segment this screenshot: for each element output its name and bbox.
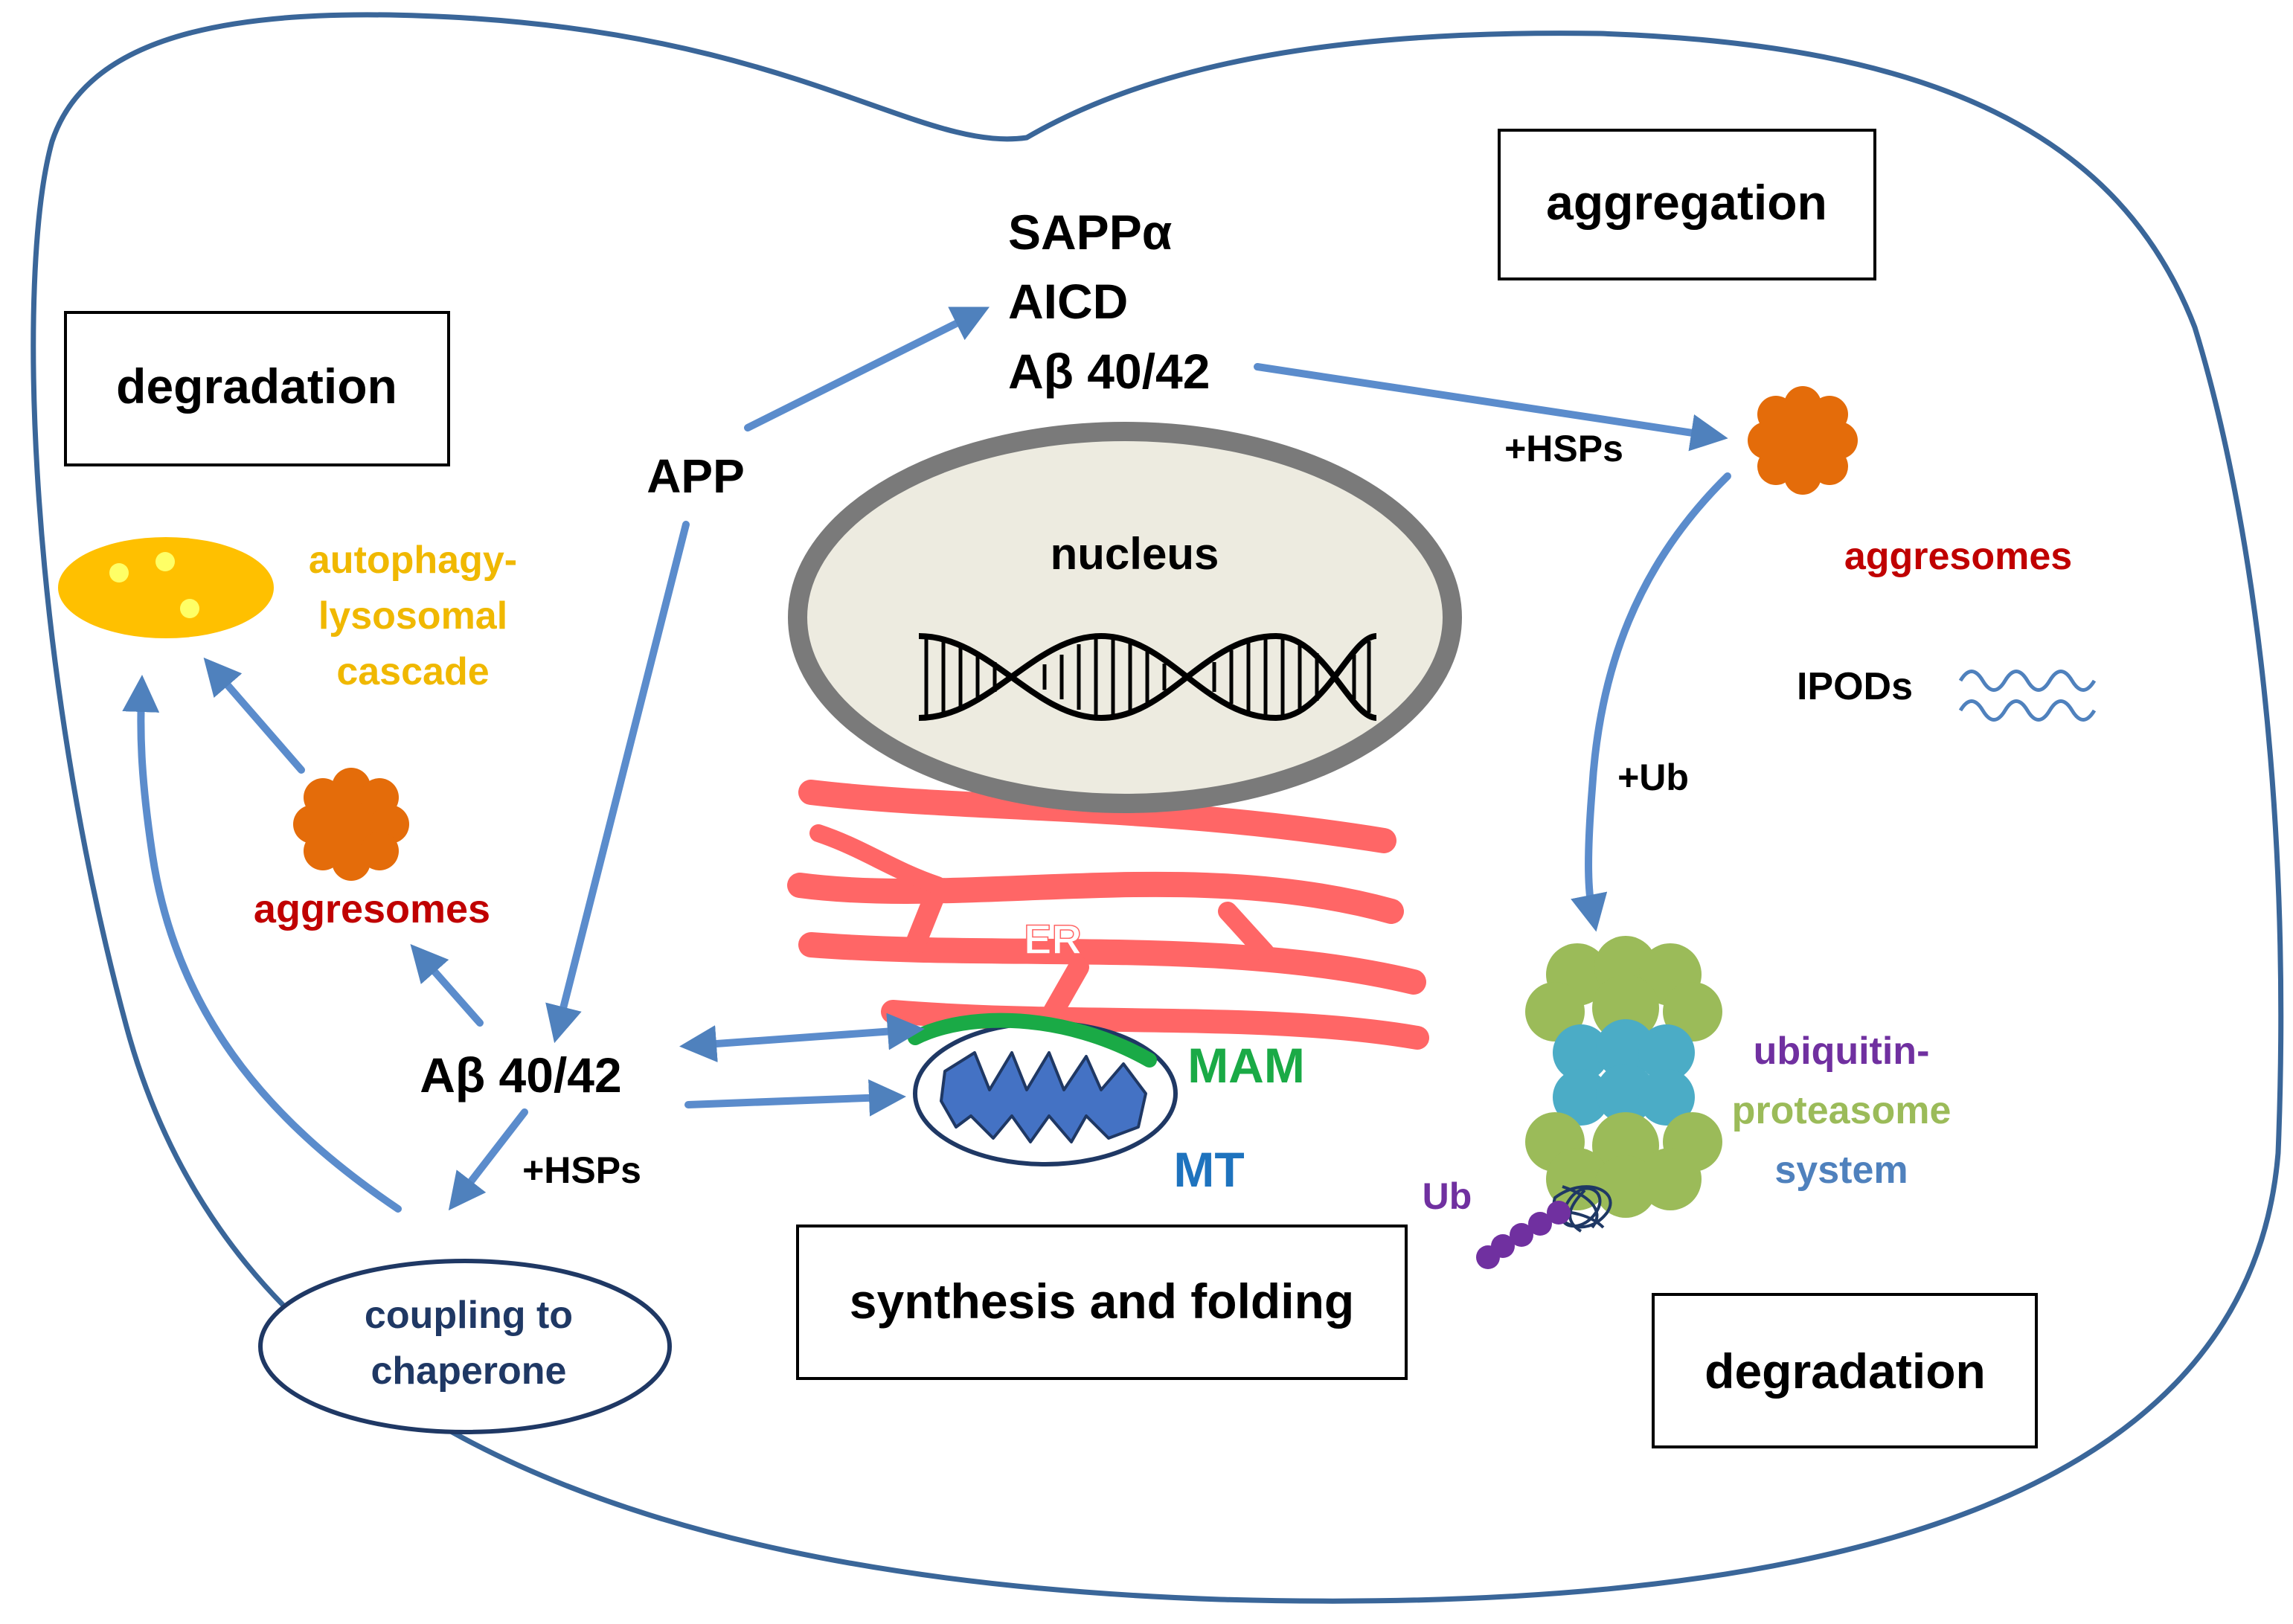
mt-label: MT [1173,1142,1244,1197]
synthesis-box: synthesis and folding [796,1225,1408,1380]
nucleus-label: nucleus [1051,529,1219,579]
arrow-abeta-to-chaperone [448,1108,528,1211]
aggresome-icon-left [293,768,409,881]
abeta-top-label: Aβ 40/42 [1008,344,1210,399]
aggresome-icon-right [1748,386,1858,495]
arrow-abeta-to-aggresome-left [410,944,484,1027]
ub-label: Ub [1423,1175,1472,1217]
abeta-main-label: Aβ 40/42 [420,1047,621,1103]
app-label: APP [647,449,745,503]
synthesis-label: synthesis and folding [850,1274,1354,1329]
ipod-fibril-icon [1958,670,2097,722]
autophagy-label-2: lysosomal [318,594,507,638]
degradation-label-right: degradation [1704,1344,1986,1399]
degradation-box-left: degradation [64,311,450,466]
arrow-aggresome-to-proteasome [1571,472,1731,932]
hsps-top-label: +HSPs [1504,428,1623,469]
lysosome-icon [58,537,274,638]
aicd-label: AICD [1008,274,1128,329]
aggresomes-label-left: aggresomes [254,887,490,931]
arrow-abeta-to-aggresome-right [1254,363,1728,452]
ups-label-3: system [1774,1149,1908,1192]
aggresomes-label-right: aggresomes [1844,535,2072,578]
sappa-label: SAPPα [1008,205,1172,260]
arrow-app-to-products [744,306,990,431]
er-icon [787,780,1429,1050]
chaperone-label-1: coupling to [365,1294,573,1337]
mam-label: MAM [1187,1038,1305,1093]
dna-icon [918,632,1377,722]
ups-label-1: ubiquitin- [1754,1030,1930,1073]
aggregation-label: aggregation [1546,175,1827,230]
degradation-label-left: degradation [116,359,397,414]
ub-plus-label: +Ub [1617,757,1689,798]
aggregation-box: aggregation [1498,129,1876,280]
arrow-app-to-abeta [545,521,690,1044]
degradation-box-right: degradation [1652,1293,2038,1448]
ups-label-2: proteasome [1732,1089,1952,1132]
mitochondrion-icon [908,1012,1178,1166]
arrow-chaperone-to-lysosome [122,675,402,1213]
arrow-aggresome-to-lysosome [203,657,305,774]
proteasome-icon [1525,936,1722,1233]
chaperone-ellipse: coupling to chaperone [258,1259,672,1434]
er-label: ER [1024,916,1082,963]
ubiquitin-chain-icon [1476,1201,1571,1269]
arrow-abeta-to-mt [684,1079,906,1117]
arrows [122,306,1731,1213]
ipods-label: IPODs [1797,665,1913,708]
arrow-abeta-mt-double [679,1012,925,1062]
cell-membrane [31,12,2284,1604]
autophagy-label-3: cascade [336,650,489,693]
hsps-bottom-label: +HSPs [522,1149,641,1191]
nucleus [788,422,1462,813]
chaperone-label-2: chaperone [371,1349,567,1393]
autophagy-label-1: autophagy- [309,539,517,582]
